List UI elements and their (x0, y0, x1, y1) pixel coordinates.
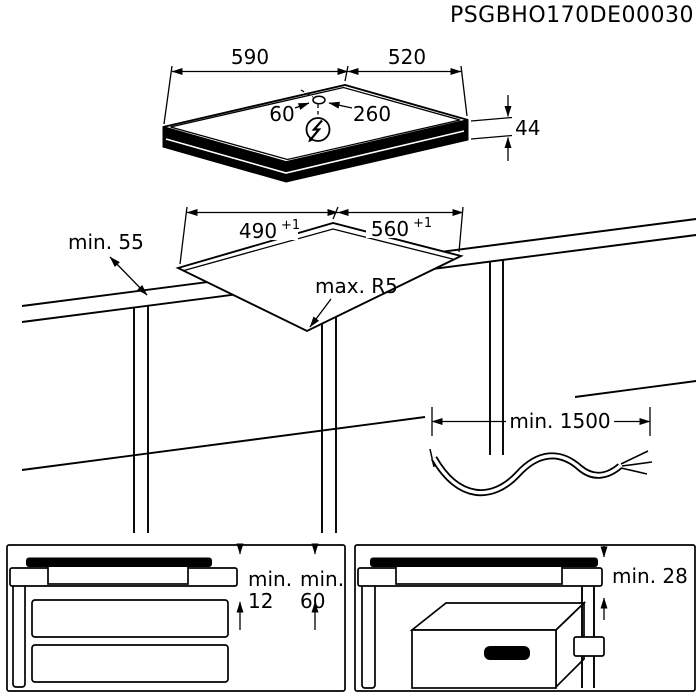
cable-wire (621, 461, 653, 467)
document-code: PSGBHO170DE00030 (450, 3, 694, 28)
gap-min-label: min. (248, 567, 292, 591)
min-front-distance-label: min. 55 (68, 230, 144, 254)
gap-value-label: 12 (248, 589, 273, 613)
cable-length-label: min. 1500 (509, 409, 610, 433)
extension-line (470, 116, 513, 122)
drawer-front (31, 599, 229, 638)
hob-depth-label: 520 (388, 45, 426, 69)
oven-gap-label: min. 28 (612, 564, 688, 588)
drawer-clearance-panel: min. 12 min. 60 (6, 543, 346, 692)
cabinet-side-wall (361, 579, 376, 689)
drawer-front (31, 644, 229, 683)
clearance-min-label: min. (300, 567, 344, 591)
panel-border (6, 544, 346, 692)
mains-cable-view: min. 1500 (429, 407, 653, 497)
cable-pos-left-label: 60 (269, 102, 294, 126)
hob-top-plate (26, 557, 212, 567)
extension-line (344, 65, 349, 82)
hob-width-label: 590 (231, 45, 269, 69)
cable-right-arrow (328, 101, 353, 109)
max-corner-radius-arrow (309, 298, 332, 328)
hob-isometric-view: 590 520 60 260 44 (162, 45, 540, 183)
hob-top-plate (370, 557, 598, 567)
cable-cut-end (429, 448, 435, 468)
cutout-inner-edge (183, 228, 455, 272)
oven-top-face (409, 602, 587, 631)
oven-clearance-panel: min. 28 (354, 544, 696, 692)
cutout-width-label: 560 (371, 217, 409, 241)
cable-wire (620, 450, 649, 465)
hob-glass-inner-edge (170, 86, 461, 161)
cable-entry-hole (312, 95, 326, 105)
socket-box (573, 636, 605, 657)
extension-line (458, 206, 464, 253)
oven-front-face (411, 629, 557, 689)
clearance-value-label: 60 (300, 589, 325, 613)
hob-edge-highlight (165, 130, 465, 174)
cable-left-arrow (294, 102, 310, 110)
cabinet-side-wall (12, 579, 26, 688)
cable-pos-right-label: 260 (353, 102, 391, 126)
cutout-depth-label: 490 (239, 219, 277, 243)
oven-handle (484, 646, 530, 660)
worktop-cutout-view: 490 +1 560 +1 min. 55 max. R5 (21, 206, 697, 533)
extension-line (179, 206, 188, 265)
hob-height-label: 44 (515, 116, 540, 140)
max-corner-radius-label: max. R5 (315, 274, 398, 298)
min-front-distance-arrow (109, 256, 148, 296)
panel-border (354, 544, 696, 692)
cable-wire (620, 467, 648, 475)
cabinet-bottom-edge (21, 416, 426, 471)
extension-line (163, 65, 173, 125)
cable-hidden-line (300, 89, 314, 98)
label-background (366, 220, 430, 238)
cabinet-bottom-edge (574, 380, 697, 398)
power-cable-core (432, 454, 622, 495)
lightning-bolt-icon (305, 117, 331, 143)
cutout-width-tolerance: +1 (413, 216, 432, 231)
extension-line (460, 65, 468, 117)
cutout-depth-tolerance: +1 (281, 218, 300, 233)
extension-line (470, 134, 513, 140)
label-background (236, 222, 298, 240)
